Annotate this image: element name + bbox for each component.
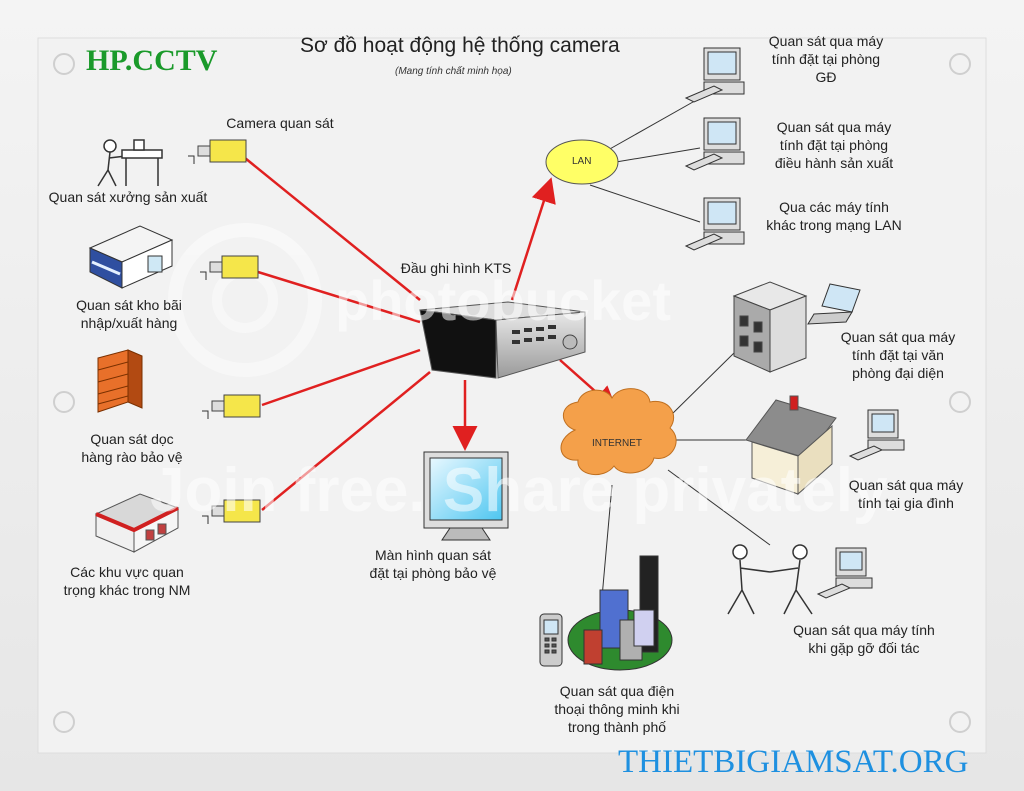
- diagram-subtitle: (Mang tính chất minh họa): [395, 66, 512, 77]
- office-building-icon: [732, 281, 808, 373]
- site-url: THIETBIGIAMSAT.ORG: [618, 744, 969, 780]
- warehouse-icon: [88, 225, 174, 289]
- pc-lan-label: Qua các máy tính khác trong mạng LAN: [766, 199, 902, 233]
- other-areas-label: Các khu vực quan trọng khác trong NM: [63, 564, 191, 598]
- camera-1-icon: [188, 139, 247, 164]
- desktop-pc-partner-icon: [816, 547, 873, 599]
- dvr-label: Đầu ghi hình KTS: [400, 260, 512, 276]
- camera-label: Camera quan sát: [226, 115, 334, 131]
- smartphone-icon: [539, 613, 563, 667]
- camera-4-icon: [202, 499, 261, 524]
- laptop-icon: [807, 283, 861, 325]
- lan-label: LAN: [572, 156, 592, 167]
- workshop-worker-icon: [97, 139, 163, 187]
- desktop-pc-1-icon: [684, 47, 745, 103]
- lan-hub: [545, 139, 619, 185]
- house-icon: [745, 395, 837, 496]
- camera-links: [244, 157, 431, 511]
- brand-logo: HP.CCTV: [86, 44, 218, 77]
- internet-label: INTERNET: [592, 438, 642, 449]
- fence-label: Quan sát dọc hàng rào bảo vệ: [81, 431, 183, 465]
- diagram-title: Sơ đồ hoạt động hệ thống camera: [300, 34, 620, 57]
- internet-cloud-icon: [560, 388, 677, 475]
- partner-label: Quan sát qua máy tính khi gặp gỡ đối tác: [793, 622, 935, 656]
- desktop-pc-3-icon: [684, 197, 745, 251]
- warehouse-label: Quan sát kho bãi nhập/xuất hàng: [76, 297, 182, 331]
- factory-building-icon: [94, 493, 180, 553]
- pc-production-label: Quan sát qua máy tính đặt tại phòng điều…: [774, 119, 894, 171]
- pc-director-label: Quan sát qua máy tính đặt tại phòng GĐ: [768, 33, 884, 85]
- phone-label: Quan sát qua điện thoại thông minh khi t…: [554, 683, 680, 735]
- content-panel: [37, 37, 987, 754]
- home-label: Quan sát qua máy tính tại gia đình: [848, 477, 964, 511]
- desktop-pc-2-icon: [684, 117, 745, 171]
- city-buildings-icon: [567, 555, 673, 671]
- office-label: Quan sát qua máy tính đặt tại văn phòng …: [840, 329, 956, 381]
- security-monitor-icon: [423, 451, 509, 541]
- camera-3-icon: [202, 394, 261, 419]
- desktop-pc-home-icon: [848, 409, 905, 461]
- brick-wall-icon: [97, 349, 143, 413]
- workshop-label: Quan sát xưởng sản xuất: [48, 189, 208, 205]
- handshake-people-icon: [727, 544, 813, 615]
- monitor-label: Màn hình quan sát đặt tại phòng bảo vệ: [369, 547, 497, 581]
- corner-marks: [53, 53, 971, 733]
- camera-2-icon: [200, 255, 259, 280]
- dvr-recorder-icon: [419, 301, 586, 379]
